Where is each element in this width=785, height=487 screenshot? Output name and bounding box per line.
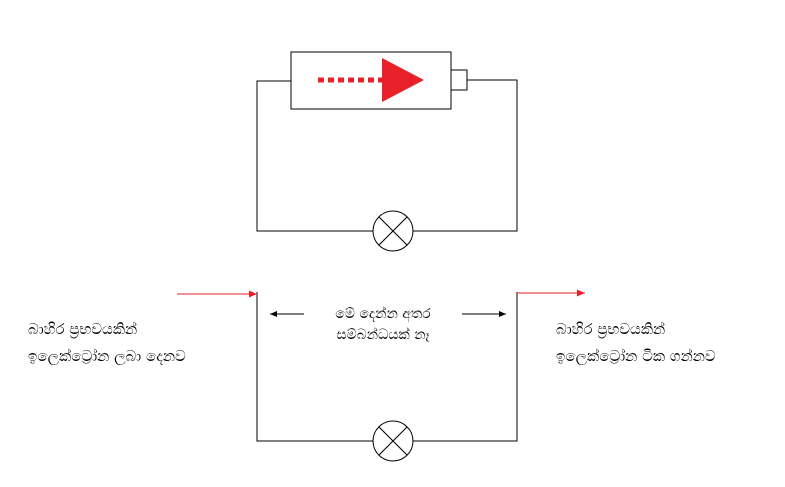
left-label-line1: බාහිර ප්‍රභවයකින් bbox=[28, 320, 137, 339]
top-left-wire bbox=[256, 80, 373, 232]
top-right-wire bbox=[413, 79, 518, 232]
middle-label-line2: සම්බන්ධයක් නෑ bbox=[336, 327, 429, 343]
battery-icon bbox=[290, 51, 468, 110]
red-dotted-arrow bbox=[318, 58, 424, 102]
bottom-bulb-icon bbox=[372, 420, 414, 462]
bottom-circuit: බාහිර ප්‍රභවයකින් ඉලෙක්ට්‍රෝන ලබා දෙනව බ… bbox=[28, 289, 716, 462]
bottom-left-wire bbox=[256, 292, 373, 442]
right-label-line2: ඉලෙක්ට්‍රෝන ටික ගන්නව bbox=[556, 347, 716, 365]
right-label-line1: බාහිර ප්‍රභවයකින් bbox=[556, 320, 665, 339]
bottom-right-wire bbox=[413, 292, 518, 442]
middle-label-line1: මේ දෙන්න අතර bbox=[335, 306, 431, 323]
left-label-line2: ඉලෙක්ට්‍රෝන ලබා දෙනව bbox=[28, 347, 186, 365]
top-bulb-icon bbox=[372, 210, 414, 252]
top-circuit bbox=[256, 51, 518, 252]
